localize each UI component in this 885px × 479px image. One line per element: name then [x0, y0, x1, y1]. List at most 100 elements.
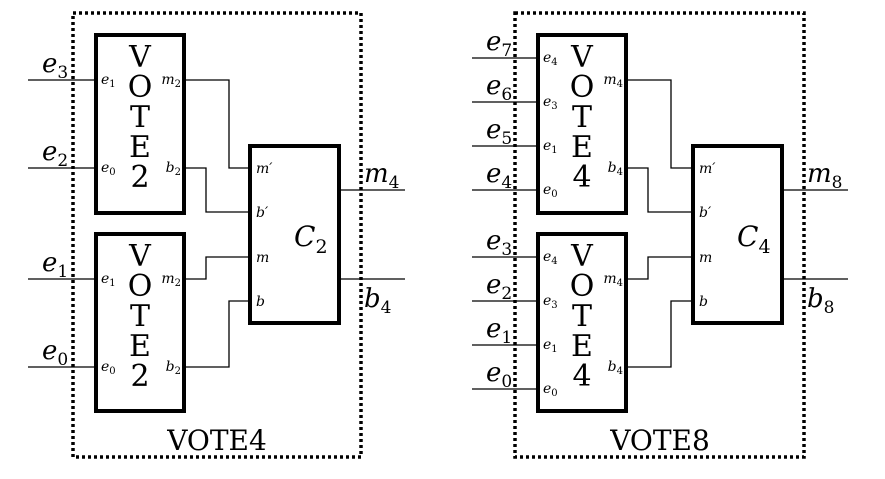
- vote-block-letter: 2: [130, 359, 149, 394]
- vote-block-letter: E: [129, 329, 151, 364]
- input-label-base: e: [42, 137, 57, 167]
- vote-block-letter: E: [571, 329, 593, 364]
- connection-wire: [626, 167, 693, 213]
- combiner-name-base: C: [737, 220, 758, 253]
- input-label-subscript: 4: [501, 173, 512, 193]
- input-label: e5: [486, 115, 512, 149]
- vote-block: [94, 33, 186, 215]
- input-label-base: e: [486, 159, 501, 189]
- vote-output-port: b4: [608, 359, 623, 377]
- vote-output-port: m2: [161, 72, 181, 90]
- vote-input-port: e4: [543, 249, 558, 267]
- vote-block-letter: 2: [130, 160, 149, 195]
- input-label-base: e: [42, 336, 57, 366]
- vote-input-port-base: e: [101, 359, 109, 375]
- input-label-subscript: 3: [501, 240, 512, 260]
- vote-input-port: e0: [101, 160, 116, 178]
- combiner-block: [691, 144, 784, 325]
- vote-input-port-subscript: 1: [551, 344, 557, 355]
- diagram-vote4: VOTE4e3e2e1e0VOTE2e1e0m2b2VOTE2e1e0m2b2m…: [28, 11, 405, 459]
- input-label: e7: [486, 27, 512, 61]
- vote-input-port-subscript: 4: [551, 57, 557, 68]
- vote-output-port-subscript: 2: [175, 366, 181, 377]
- vote-output-port: m4: [603, 72, 623, 90]
- input-label: e0: [486, 358, 512, 392]
- output-label-subscript: 4: [381, 298, 392, 318]
- vote-block-letter: T: [130, 299, 150, 334]
- vote-block: [94, 232, 186, 413]
- combiner-port: b′: [699, 205, 712, 221]
- vote-input-port-base: e: [543, 337, 551, 353]
- connection-wire: [184, 79, 250, 169]
- combiner-port: m: [699, 250, 712, 266]
- output-label: b4: [364, 284, 391, 318]
- vote-block-letter: T: [130, 100, 150, 135]
- vote-block-letter: O: [128, 269, 153, 304]
- vote-block-letter: E: [129, 130, 151, 165]
- vote-output-port-base: b: [166, 359, 175, 375]
- output-label: m8: [807, 159, 842, 193]
- input-label-subscript: 5: [501, 129, 512, 149]
- vote-input-port: e1: [543, 138, 558, 156]
- input-label-subscript: 2: [57, 151, 68, 171]
- vote-input-port: e1: [101, 72, 116, 90]
- input-label-base: e: [486, 115, 501, 145]
- vote-input-port-base: e: [543, 50, 551, 66]
- vote-block-letter: T: [572, 299, 592, 334]
- diagram-vote8: VOTE8e7e6e5e4e3e2e1e0VOTE4e4e3e1e0m4b4VO…: [472, 11, 848, 459]
- vote-output-port-base: m: [161, 72, 174, 88]
- input-label-base: e: [486, 71, 501, 101]
- vote-output-port-subscript: 4: [617, 167, 623, 178]
- vote-input-port: e1: [101, 271, 116, 289]
- combiner-name: C2: [294, 220, 328, 258]
- vote-input-port: e3: [543, 293, 558, 311]
- input-label-subscript: 1: [57, 262, 68, 282]
- output-label-base: m: [807, 159, 832, 189]
- combiner-port: b′: [256, 205, 269, 221]
- combiner-port: m: [256, 250, 269, 266]
- vote-input-port-subscript: 1: [109, 79, 115, 90]
- vote-output-port-subscript: 4: [617, 79, 623, 90]
- output-label-subscript: 4: [389, 173, 400, 193]
- output-label: m4: [364, 159, 399, 193]
- combiner-port: m′: [699, 161, 716, 177]
- vote-output-port-subscript: 2: [175, 167, 181, 178]
- vote-input-port: e4: [543, 50, 558, 68]
- vote-output-port-base: m: [603, 72, 616, 88]
- vote-input-port-base: e: [543, 182, 551, 198]
- output-label-base: b: [807, 284, 824, 314]
- input-label-base: e: [486, 314, 501, 344]
- input-label-subscript: 3: [57, 63, 68, 83]
- vote-block: [536, 33, 628, 215]
- vote-output-port: b4: [608, 160, 623, 178]
- connection-wire: [184, 167, 250, 213]
- vote-block-letter: V: [570, 40, 594, 75]
- vote-output-port-base: m: [603, 271, 616, 287]
- vote-input-port: e0: [543, 381, 558, 399]
- input-label-subscript: 1: [501, 328, 512, 348]
- vote-output-port-base: b: [608, 160, 617, 176]
- vote-output-port-subscript: 2: [175, 278, 181, 289]
- vote-input-port-base: e: [543, 249, 551, 265]
- input-label: e0: [42, 336, 68, 370]
- combiner-port: b: [256, 294, 265, 310]
- vote-block-letter: V: [128, 239, 152, 274]
- vote-input-port-subscript: 3: [551, 300, 557, 311]
- vote-output-port: b2: [166, 160, 181, 178]
- input-label: e6: [486, 71, 512, 105]
- vote-input-port: e0: [101, 359, 116, 377]
- vote-block-letter: 4: [572, 359, 591, 394]
- vote-output-port-subscript: 4: [617, 278, 623, 289]
- vote-output-port-base: m: [161, 271, 174, 287]
- combiner-block: [248, 144, 341, 325]
- vote-input-port-subscript: 1: [109, 278, 115, 289]
- combiner-port: m′: [256, 161, 273, 177]
- vote-output-port-subscript: 4: [617, 366, 623, 377]
- output-label-base: m: [364, 159, 389, 189]
- input-label: e3: [42, 49, 68, 83]
- vote-input-port-base: e: [101, 271, 109, 287]
- module-caption: VOTE8: [609, 424, 710, 457]
- input-label: e2: [42, 137, 68, 171]
- connection-wire: [626, 256, 693, 280]
- vote-output-port: m4: [603, 271, 623, 289]
